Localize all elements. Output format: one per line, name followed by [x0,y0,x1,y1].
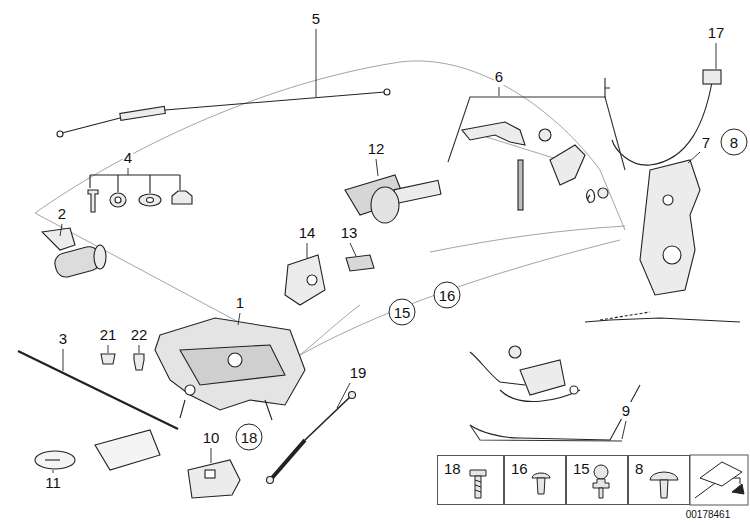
callout-number: 8 [635,460,643,477]
circled-callout: 18 [235,423,263,451]
circled-callout: 16 [433,281,461,309]
callout-number: 8 [730,134,738,151]
circled-callout: 15 [388,298,416,326]
callout-number: 3 [58,330,68,347]
part-table-cell: 8 [628,455,690,505]
callout-number: 4 [123,149,133,166]
part-table-cell: 18 [437,455,504,505]
part-table-cell: 16 [504,455,566,505]
callout-number: 9 [621,402,631,419]
callout-number: 16 [439,287,456,304]
part-table-cell: 15 [566,455,628,505]
circle-outline [721,129,747,155]
callout-number: 13 [340,224,359,241]
callout-number: 15 [573,460,590,477]
callout-number: 16 [511,460,528,477]
callout-number: 22 [130,326,149,343]
callout-number: 21 [99,326,118,343]
circle-outline [434,282,460,308]
callout-number: 17 [707,24,726,41]
callout-number: 5 [311,10,321,27]
callout-number: 12 [367,140,386,157]
callout-number: 19 [349,364,368,381]
callout-number: 15 [394,304,411,321]
callout-number: 14 [298,224,317,241]
callout-number: 2 [57,205,67,222]
callout-number: 1 [235,294,245,311]
callout-number: 11 [44,474,62,491]
callout-number: 10 [202,429,221,446]
circle-outline [236,424,262,450]
callout-number: 7 [701,134,711,151]
callout-number: 6 [494,68,504,85]
callout-number: 18 [241,429,258,446]
circled-callout: 8 [720,128,748,156]
callout-number: 18 [444,460,461,477]
drawing-number: 00178461 [685,509,732,521]
circle-outline [389,299,415,325]
